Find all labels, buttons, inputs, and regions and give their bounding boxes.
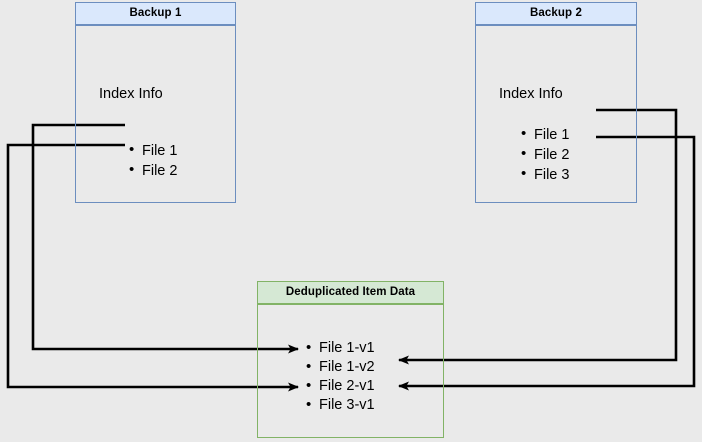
dedup-item[interactable]: File 2-v1 bbox=[306, 376, 375, 396]
backup2-file-item[interactable]: File 3 bbox=[521, 164, 569, 185]
backup1-file-list: File 1 File 2 bbox=[129, 140, 177, 181]
backup1-file-item[interactable]: File 1 bbox=[129, 140, 177, 161]
backup1-file-item[interactable]: File 2 bbox=[129, 160, 177, 181]
backup1-box[interactable]: Backup 1 Index Info File 1 File 2 bbox=[75, 2, 236, 203]
backup2-index-info-label: Index Info bbox=[499, 86, 563, 102]
dedup-item[interactable]: File 3-v1 bbox=[306, 395, 375, 415]
backup1-index-info-label: Index Info bbox=[99, 86, 163, 102]
dedup-item[interactable]: File 1-v1 bbox=[306, 338, 375, 358]
dedup-body: File 1-v1 File 1-v2 File 2-v1 File 3-v1 bbox=[257, 304, 444, 438]
backup2-file-item[interactable]: File 2 bbox=[521, 144, 569, 165]
backup2-box[interactable]: Backup 2 Index Info File 1 File 2 File 3 bbox=[475, 2, 637, 203]
dedup-item-list: File 1-v1 File 1-v2 File 2-v1 File 3-v1 bbox=[306, 338, 375, 415]
backup2-title: Backup 2 bbox=[475, 2, 637, 25]
backup2-file-list: File 1 File 2 File 3 bbox=[521, 124, 569, 185]
dedup-title: Deduplicated Item Data bbox=[257, 281, 444, 304]
backup2-file-item[interactable]: File 1 bbox=[521, 124, 569, 145]
backup2-body: Index Info File 1 File 2 File 3 bbox=[475, 25, 637, 203]
backup1-title: Backup 1 bbox=[75, 2, 236, 25]
dedup-item[interactable]: File 1-v2 bbox=[306, 357, 375, 377]
backup1-body: Index Info File 1 File 2 bbox=[75, 25, 236, 203]
dedup-box[interactable]: Deduplicated Item Data File 1-v1 File 1-… bbox=[257, 281, 444, 438]
